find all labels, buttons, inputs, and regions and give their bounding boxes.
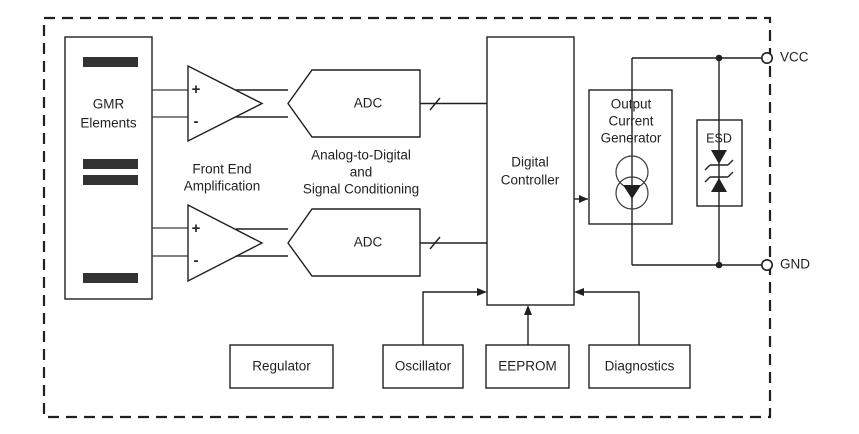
bus-slash-top-icon (429, 97, 441, 111)
front-end-caption-line1: Front End (192, 162, 251, 177)
ocg-label-line2: Current (608, 114, 653, 129)
ic-package-boundary (42, 16, 772, 419)
oscillator-label: Oscillator (395, 359, 452, 374)
digital-controller-block[interactable] (486, 36, 575, 306)
terminal-vcc[interactable] (760, 51, 773, 64)
current-source-arrow-icon (623, 185, 641, 199)
amp-top-minus-sign: - (194, 113, 199, 130)
digital-controller-label-line2: Controller (501, 173, 560, 188)
adc-caption-line3: Signal Conditioning (303, 182, 419, 197)
output-current-generator-block[interactable] (588, 89, 673, 225)
arrowhead-controller-to-ocg (579, 195, 588, 203)
gmr-bar (83, 57, 138, 67)
junction-dot-gnd (715, 261, 723, 269)
arrowhead-oscillator-to-controller (477, 288, 487, 296)
ocg-label-line3: Generator (601, 131, 662, 146)
esd-zener-diode-upper-icon (711, 150, 727, 164)
diagnostics-label: Diagnostics (605, 359, 675, 374)
esd-zener-bar-lower-icon (704, 171, 734, 183)
digital-controller-label-line1: Digital (511, 155, 549, 170)
front-end-amplifier-bottom[interactable] (187, 203, 264, 283)
terminal-gnd-label: GND (780, 257, 810, 272)
gmr-bar (83, 175, 138, 185)
current-source-circle-lower-icon (615, 176, 649, 210)
adc-bottom-label: ADC (354, 235, 383, 250)
gmr-elements-label-line2: Elements (80, 116, 137, 131)
wire-oscillator-to-controller (422, 291, 482, 345)
amp-bottom-plus-sign: + (192, 220, 201, 237)
arrowhead-diagnostics-to-controller (574, 288, 584, 296)
bus-slash-bottom-icon (429, 236, 441, 250)
arrowhead-eeprom-to-controller (524, 305, 532, 315)
amp-bottom-minus-sign: - (194, 252, 199, 269)
gmr-bar (83, 159, 138, 169)
diagnostics-block[interactable] (588, 344, 691, 389)
adc-top-label: ADC (354, 96, 383, 111)
terminal-vcc-label: VCC (780, 50, 809, 65)
junction-dot-vcc (715, 54, 723, 62)
front-end-amplifier-top[interactable] (187, 64, 264, 143)
esd-zener-diode-lower-icon (711, 178, 727, 192)
front-end-caption-line2: Amplification (184, 179, 261, 194)
esd-zener-bar-upper-icon (704, 159, 734, 171)
regulator-label: Regulator (252, 359, 311, 374)
regulator-block[interactable] (229, 344, 334, 389)
eeprom-block[interactable] (485, 344, 570, 389)
wire-diagnostics-to-controller (579, 291, 640, 345)
gmr-bar (83, 273, 138, 283)
gmr-elements-label-line1: GMR (93, 97, 125, 112)
ocg-label-line1: Output (611, 97, 652, 112)
adc-caption-line2: and (350, 165, 373, 180)
adc-caption-line1: Analog-to-Digital (311, 148, 411, 163)
eeprom-label: EEPROM (498, 359, 557, 374)
terminal-gnd[interactable] (760, 258, 773, 271)
amp-top-plus-sign: + (192, 81, 201, 98)
